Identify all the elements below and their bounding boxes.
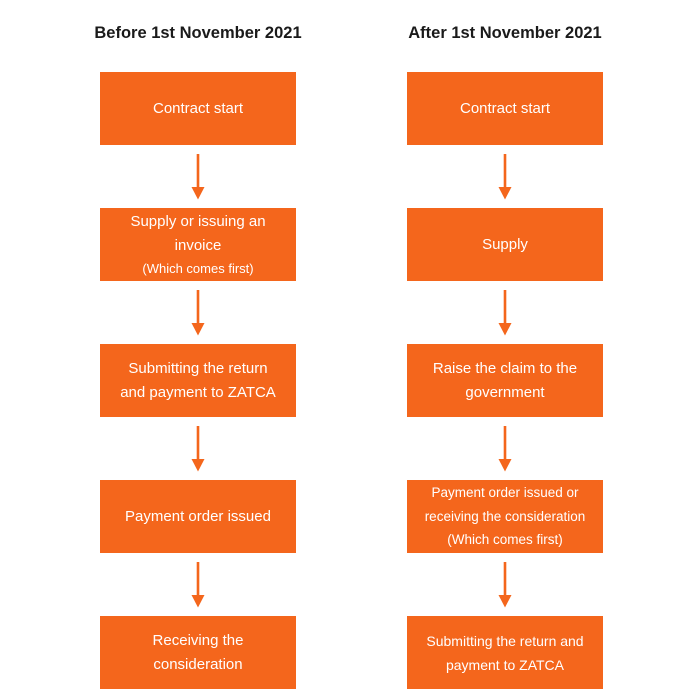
after-column-title: After 1st November 2021 <box>408 24 602 42</box>
before-column-title: Before 1st November 2021 <box>94 24 302 42</box>
flow-step-receiving-consideration: Receiving the consideration <box>100 616 296 689</box>
flow-step-contract-start: Contract start <box>100 72 296 145</box>
down-arrow-icon <box>497 417 513 480</box>
flow-step-label: Contract start <box>152 99 244 117</box>
flow-step-label: Payment order issued <box>125 507 271 525</box>
flow-step-submit-return-zatca: Submitting the return and payment to ZAT… <box>100 344 296 417</box>
down-arrow-icon <box>497 281 513 344</box>
flow-step-label: Raise the claim to the government <box>432 359 578 401</box>
flow-step-label: Supply <box>482 235 528 253</box>
flow-step-note: (Which comes first) <box>447 532 563 548</box>
down-arrow-icon <box>190 553 206 616</box>
flow-step-label: Receiving the consideration <box>152 631 244 673</box>
flow-step-payment-order-or-consideration: Payment order issued or receiving the co… <box>407 480 603 553</box>
down-arrow-icon <box>497 145 513 208</box>
flow-step-label: Contract start <box>459 99 551 117</box>
flow-step-contract-start: Contract start <box>407 72 603 145</box>
before-column: Before 1st November 2021 Contract start … <box>66 0 330 689</box>
flow-step-supply: Supply <box>407 208 603 281</box>
flow-step-payment-order-issued: Payment order issued <box>100 480 296 553</box>
flow-step-label: Submitting the return and payment to ZAT… <box>120 359 276 401</box>
flow-step-submit-return-zatca: Submitting the return and payment to ZAT… <box>407 616 603 689</box>
flow-step-supply-or-invoice: Supply or issuing an invoice (Which come… <box>100 208 296 281</box>
flow-step-label: Supply or issuing an invoice <box>130 212 266 254</box>
flow-step-raise-claim-government: Raise the claim to the government <box>407 344 603 417</box>
down-arrow-icon <box>190 281 206 344</box>
after-column: After 1st November 2021 Contract start S… <box>373 0 637 689</box>
flow-step-label: Payment order issued or receiving the co… <box>424 485 586 524</box>
flow-step-note: (Which comes first) <box>142 260 254 276</box>
down-arrow-icon <box>190 145 206 208</box>
down-arrow-icon <box>190 417 206 480</box>
flow-step-label: Submitting the return and payment to ZAT… <box>426 632 584 673</box>
down-arrow-icon <box>497 553 513 616</box>
